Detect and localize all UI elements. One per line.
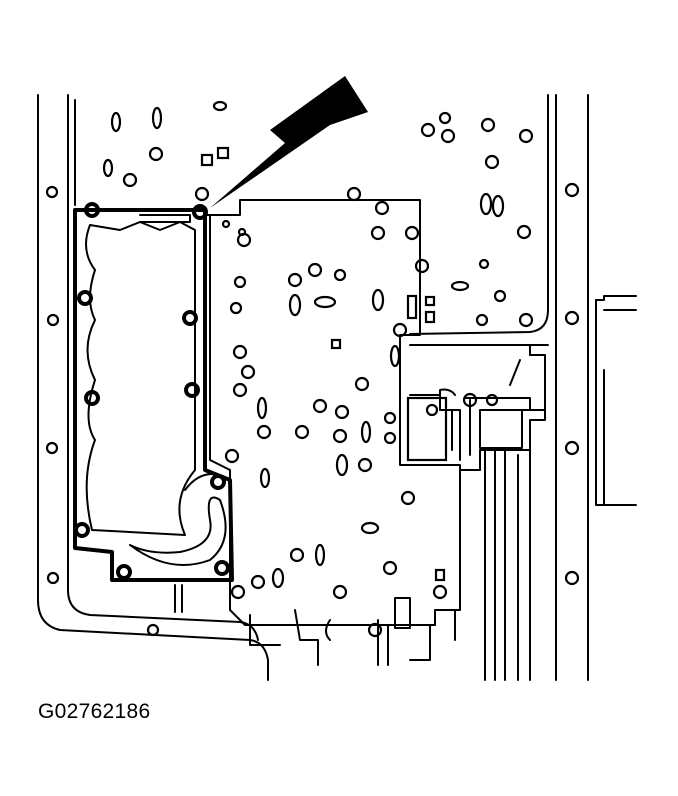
figure-id-label: G02762186 [38, 700, 151, 723]
case-outline-right [409, 94, 637, 681]
lower-fittings [174, 584, 456, 666]
filter-screen [73, 208, 234, 582]
valve-body-passages [102, 100, 534, 600]
filter-bolts [74, 202, 230, 580]
valve-body-plate [204, 199, 461, 626]
manual-valve-linkage [406, 344, 549, 681]
pointer-arrow-icon [210, 76, 368, 208]
case-bolt-holes [45, 182, 580, 637]
